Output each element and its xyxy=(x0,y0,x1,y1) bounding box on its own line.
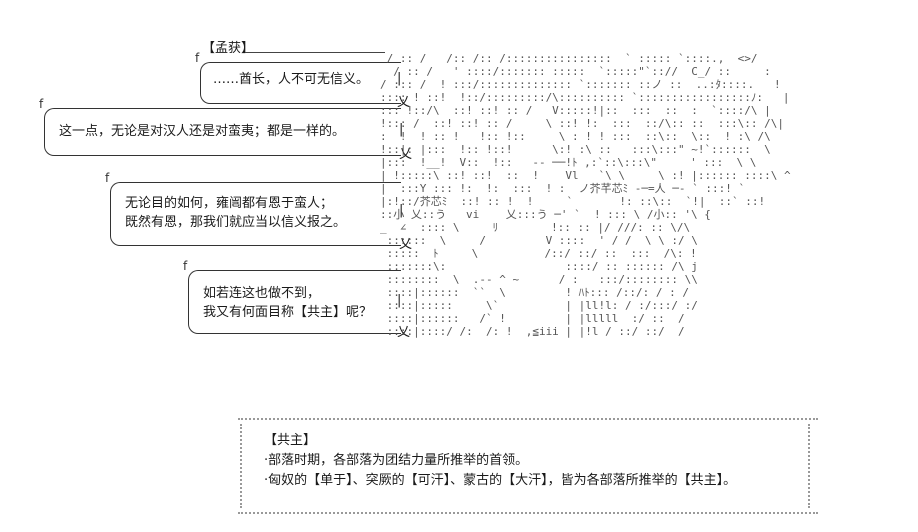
bubble-4-close-mark: | xyxy=(397,293,402,308)
bubble-3-line-1: 无论目的如何，雍闿都有恩于蛮人； xyxy=(125,196,334,211)
bubble-1-line-1: ……酋长，人不可无信义。 xyxy=(213,72,370,87)
speech-bubble-4: f 如若连这也做不到， 我又有何面目称【共主】呢？ | 乂 xyxy=(183,259,410,340)
bubble-3-line-2: 既然有恩，那我们就应当以信义报之。 xyxy=(125,215,347,230)
speech-bubble-1: f ……酋长，人不可无信义。 | 乂 xyxy=(195,51,410,110)
bubble-2-close-mark: | xyxy=(399,122,404,137)
ascii-art-character: / :: / /:: /:: /:::::::::::::::: ` :::::… xyxy=(380,52,791,338)
bubble-hook-mark: f xyxy=(183,259,188,273)
annotation-title: 【共主】 xyxy=(264,433,317,448)
annotation-right-border xyxy=(808,424,816,508)
annotation-line-1: ·部落时期，各部落为团结力量所推举的首领。 xyxy=(264,453,529,468)
speaker-underline xyxy=(245,52,385,53)
bubble-1-close-mark: | xyxy=(397,71,402,86)
bubble-hook-mark: f xyxy=(195,51,200,65)
bubble-3-close-mark: | xyxy=(399,203,404,218)
annotation-box: 【共主】 ·部落时期，各部落为团结力量所推举的首领。 ·匈奴的【单于】、突厥的【… xyxy=(238,418,818,514)
annotation-line-2: ·匈奴的【单于】、突厥的【可汗】、蒙古的【大汗】，皆为各部落所推举的【共主】。 xyxy=(264,473,737,488)
speech-bubble-3: f 无论目的如何，雍闿都有恩于蛮人； 既然有恩，那我们就应当以信义报之。 | 乂 xyxy=(105,171,412,252)
annotation-left-border xyxy=(240,424,248,508)
bubble-4-tail: 乂 xyxy=(397,325,411,340)
bubble-4-line-1: 如若连这也做不到， xyxy=(203,286,321,301)
bubble-4-line-2: 我又有何面目称【共主】呢？ xyxy=(203,305,373,320)
bubble-2-line-1: 这一点，无论是对汉人还是对蛮夷；都是一样的。 xyxy=(59,124,346,139)
bubble-hook-mark: f xyxy=(39,97,44,111)
speech-bubble-2: f 这一点，无论是对汉人还是对蛮夷；都是一样的。 | 乂 xyxy=(39,97,412,162)
bubble-hook-mark: f xyxy=(105,171,110,185)
bubble-3-tail: 乂 xyxy=(399,237,413,252)
bubble-2-tail: 乂 xyxy=(399,147,413,162)
speaker-name: 【孟获】 xyxy=(202,41,255,56)
bubble-1-tail: 乂 xyxy=(397,95,411,110)
